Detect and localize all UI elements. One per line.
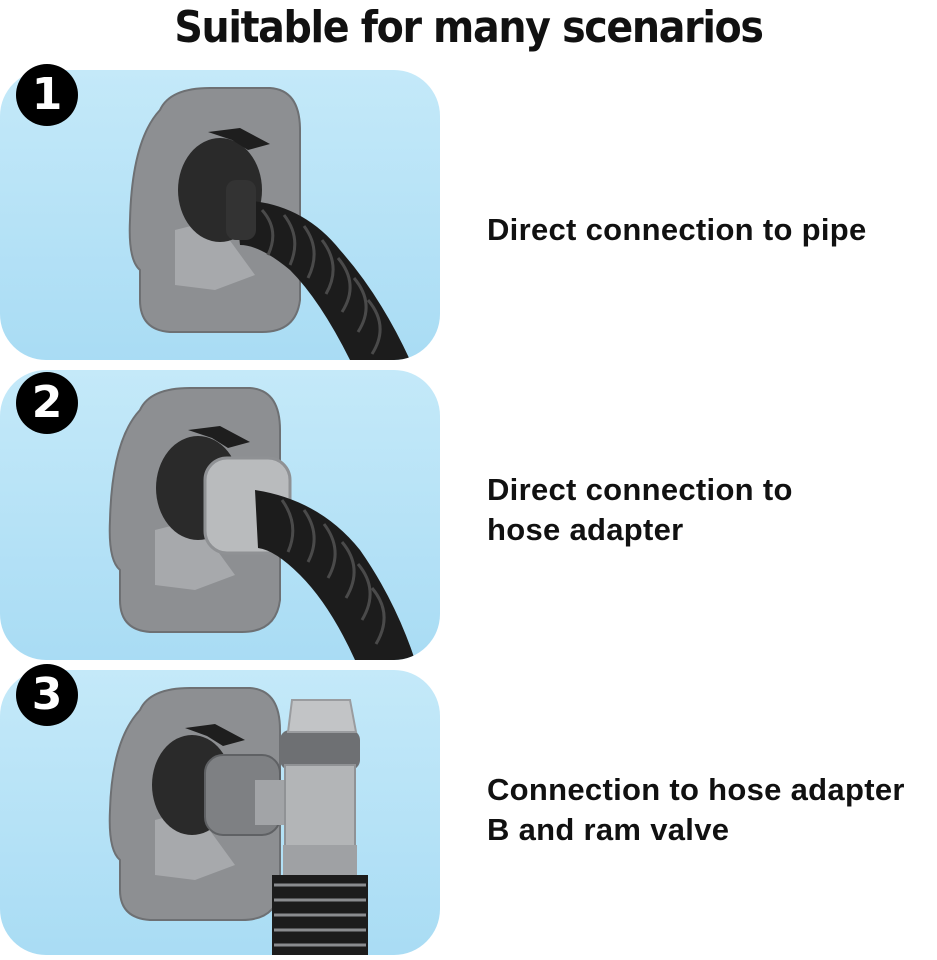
hose-adapter-illustration — [108, 387, 415, 660]
scenario-2-caption: Direct connection to hose adapter — [487, 470, 793, 550]
step-number-1: 1 — [16, 64, 78, 126]
pipe-connection-illustration — [128, 87, 410, 360]
caption-line: B and ram valve — [487, 812, 730, 847]
caption-line: Direct connection to pipe — [487, 212, 867, 247]
caption-line: Direct connection to — [487, 472, 793, 507]
scenario-2-image — [0, 370, 440, 660]
scenario-1-caption: Direct connection to pipe — [487, 210, 867, 250]
step-number-2: 2 — [16, 372, 78, 434]
caption-line: hose adapter — [487, 512, 684, 547]
step-number-3: 3 — [16, 664, 78, 726]
scenario-3-image — [0, 670, 440, 955]
scenario-1-image — [0, 70, 440, 360]
caption-line: Connection to hose adapter — [487, 772, 905, 807]
page-title: Suitable for many scenarios — [174, 2, 764, 53]
ram-valve-illustration — [108, 687, 368, 955]
scenario-3-caption: Connection to hose adapter B and ram val… — [487, 770, 905, 850]
